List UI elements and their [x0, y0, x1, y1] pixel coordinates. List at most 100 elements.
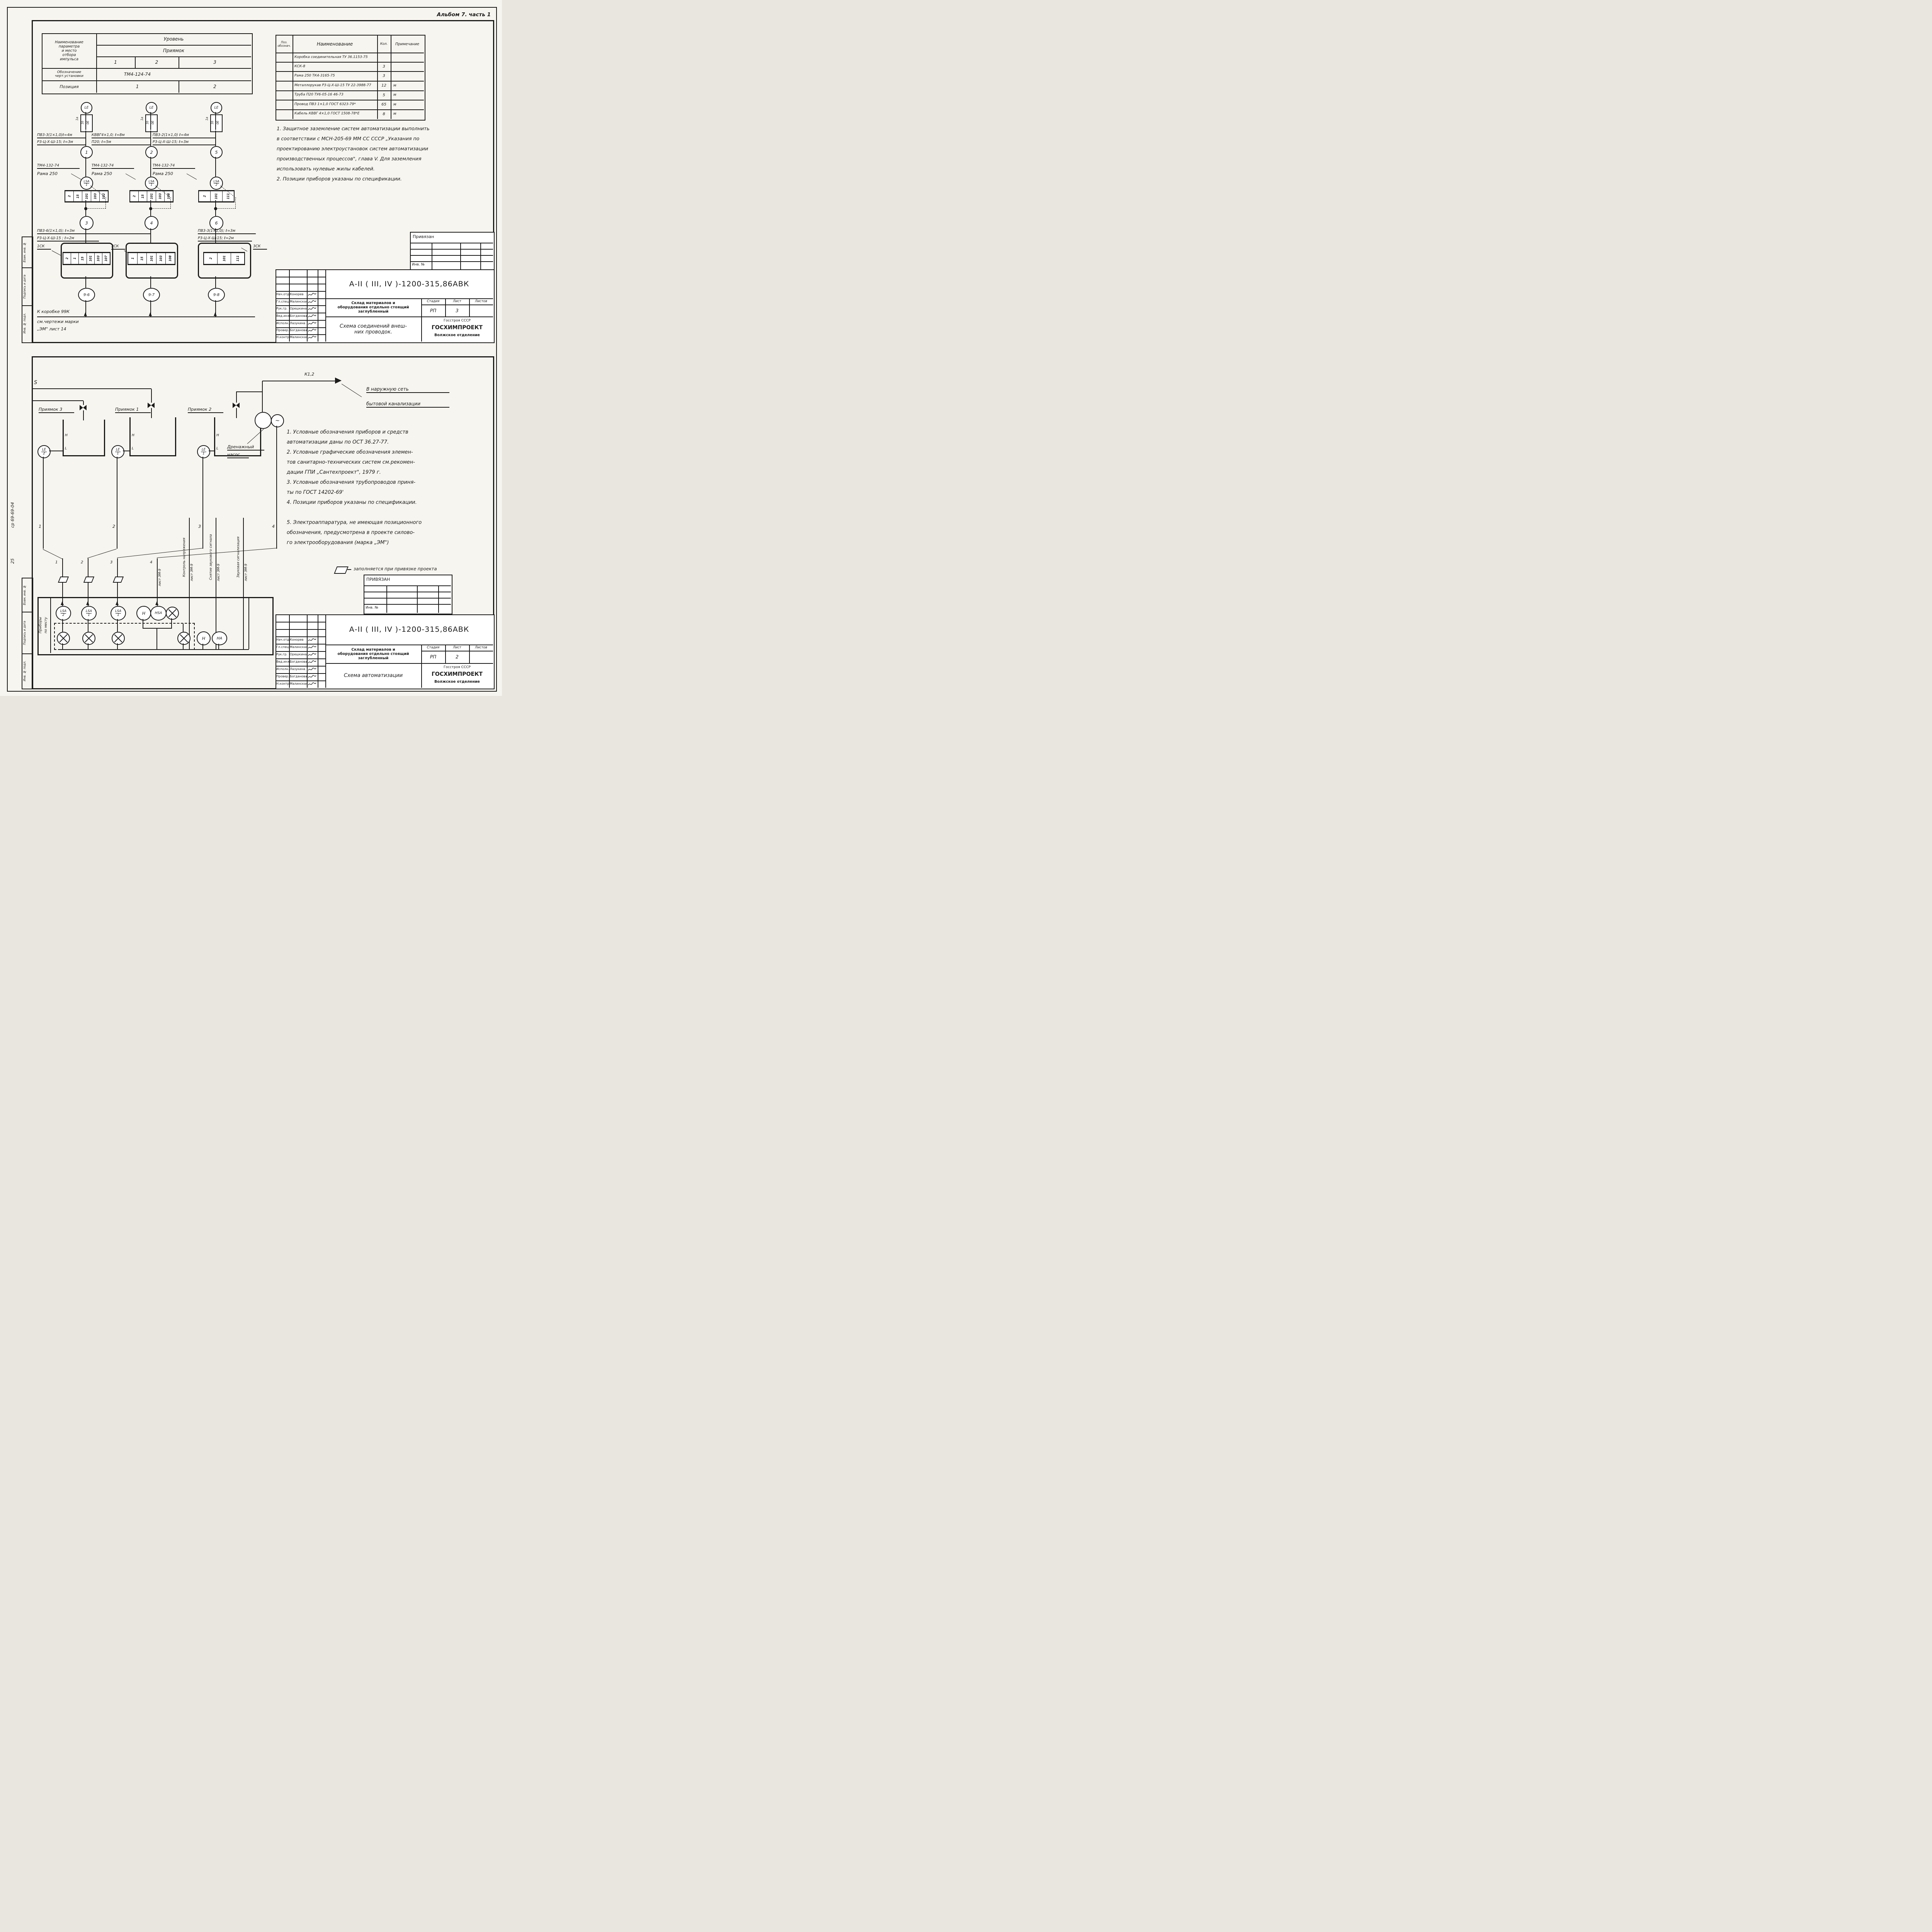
sheet2-notes: 1. Условные обозначения приборов и средс…	[287, 429, 422, 546]
instrument-tag: НА	[216, 636, 223, 641]
line	[445, 298, 446, 316]
lamp-icon	[112, 632, 125, 645]
spec-table	[276, 35, 425, 121]
terminal-number: 2	[133, 195, 136, 197]
arrow-up-icon	[214, 312, 217, 316]
param-design-label: Обозначение черт.установки	[55, 70, 83, 78]
wire-number: 4	[150, 560, 153, 565]
role-name: Малинская	[290, 645, 308, 649]
signal-line	[189, 518, 190, 597]
valve-icon	[148, 403, 155, 408]
wire-number: 1	[55, 560, 58, 565]
junction-box-label: 2СК	[111, 244, 125, 250]
signature	[308, 668, 316, 671]
doc-title: Схема соединений внеш- них проводок.	[340, 323, 407, 335]
line	[171, 618, 172, 628]
role-label: Рук.гр.	[276, 307, 287, 310]
org-line2: ГОСХИМПРОЕКТ	[432, 325, 483, 331]
level-mark-low: L	[216, 447, 219, 451]
terminal-number: 103	[93, 193, 97, 199]
spec-h-qty: Кол.	[380, 42, 388, 46]
level-mark-low: L	[65, 447, 67, 451]
cable-label: Р3-Ц-Х-Ш-15; ℓ=2м	[198, 236, 252, 242]
param-pit-3: 3	[213, 60, 216, 65]
level-mark-high: Н	[132, 434, 134, 437]
line	[325, 663, 493, 664]
role-name: Малинская	[290, 300, 308, 303]
role-name: Богданова	[290, 675, 307, 678]
wire-number-circle: 4	[145, 216, 158, 230]
line	[50, 597, 51, 653]
cable-label: ПВ3-6(1×1,0); ℓ=3м	[37, 229, 151, 234]
param-level: Уровень	[163, 36, 184, 42]
circuit-number-circle: 9-6	[78, 288, 95, 302]
line	[150, 300, 151, 316]
bottom-ref-line: „ЭМ" лист 14	[37, 327, 66, 332]
level-sensor-circle: LE	[146, 102, 157, 114]
line	[58, 649, 249, 650]
outfall-label: В наружную сеть	[366, 386, 449, 393]
role-label: Н.контр	[276, 335, 289, 339]
param-pos-2: 2	[213, 84, 216, 89]
line	[156, 629, 157, 649]
wire-number: 2	[150, 150, 153, 155]
terminal-number: 15	[141, 194, 145, 199]
terminal-cell: 15	[138, 253, 147, 264]
cable-label: П20; ℓ=5м	[92, 140, 151, 145]
spec-row-qty: 3	[383, 74, 385, 78]
sump-tank-2	[214, 417, 261, 456]
privyazan-title: Привязан	[413, 234, 434, 239]
terminal-number: 1	[73, 257, 77, 260]
line	[276, 327, 325, 328]
line	[276, 71, 424, 72]
sensor-tag: LE	[201, 448, 206, 452]
sensor-tag: LE	[116, 448, 120, 452]
pipe-line	[236, 391, 262, 392]
terminal-label: 0б	[216, 121, 219, 124]
line	[276, 658, 325, 659]
spec-row-qty: 5	[383, 93, 385, 97]
pump-circle	[255, 412, 272, 429]
line	[150, 115, 151, 130]
line	[364, 604, 451, 605]
terminal-cell: 101	[82, 191, 91, 201]
terminal-cell: 15	[79, 253, 87, 264]
circuit-number: 9-8	[213, 293, 220, 297]
line	[276, 109, 424, 110]
terminal-number: 111	[236, 255, 240, 262]
terminal-number: 101	[150, 193, 153, 199]
line	[85, 228, 86, 243]
role-name: Орешкина	[290, 307, 307, 310]
line	[276, 291, 325, 292]
spec-row-note: м	[393, 112, 396, 116]
cable-label: Р3-Ц-Х-Ш-15; ℓ=3м	[153, 140, 216, 145]
sheet-ref: лист ЭМ-9	[244, 563, 248, 581]
line	[150, 228, 151, 243]
wire-number: 4	[150, 220, 153, 226]
terminal-cell: 2	[130, 191, 139, 201]
line	[347, 569, 351, 570]
terminal-number: 108	[168, 255, 172, 262]
circuit-number: 9-7	[148, 293, 155, 297]
signal-line	[276, 426, 277, 549]
pipe-line	[32, 388, 151, 389]
line	[410, 249, 493, 250]
role-label: Провер.	[276, 328, 289, 332]
org-line1: Госстроя СССР	[444, 319, 471, 323]
terminal-cell: 101	[218, 253, 231, 264]
page-frame	[7, 7, 497, 692]
sump-tank-1	[129, 417, 176, 456]
signature	[308, 315, 316, 318]
line	[276, 334, 325, 335]
role-name: Конорев	[290, 293, 304, 296]
doc-number: А-II ( III, IV )-1200-315,86АВК	[349, 279, 469, 288]
shield-line	[216, 208, 236, 209]
arrow-up-icon	[86, 601, 89, 605]
terminal-strip: 2 101 111	[203, 252, 245, 265]
org-line2: ГОСХИМПРОЕКТ	[432, 671, 483, 677]
line	[150, 157, 151, 177]
line	[135, 56, 136, 68]
